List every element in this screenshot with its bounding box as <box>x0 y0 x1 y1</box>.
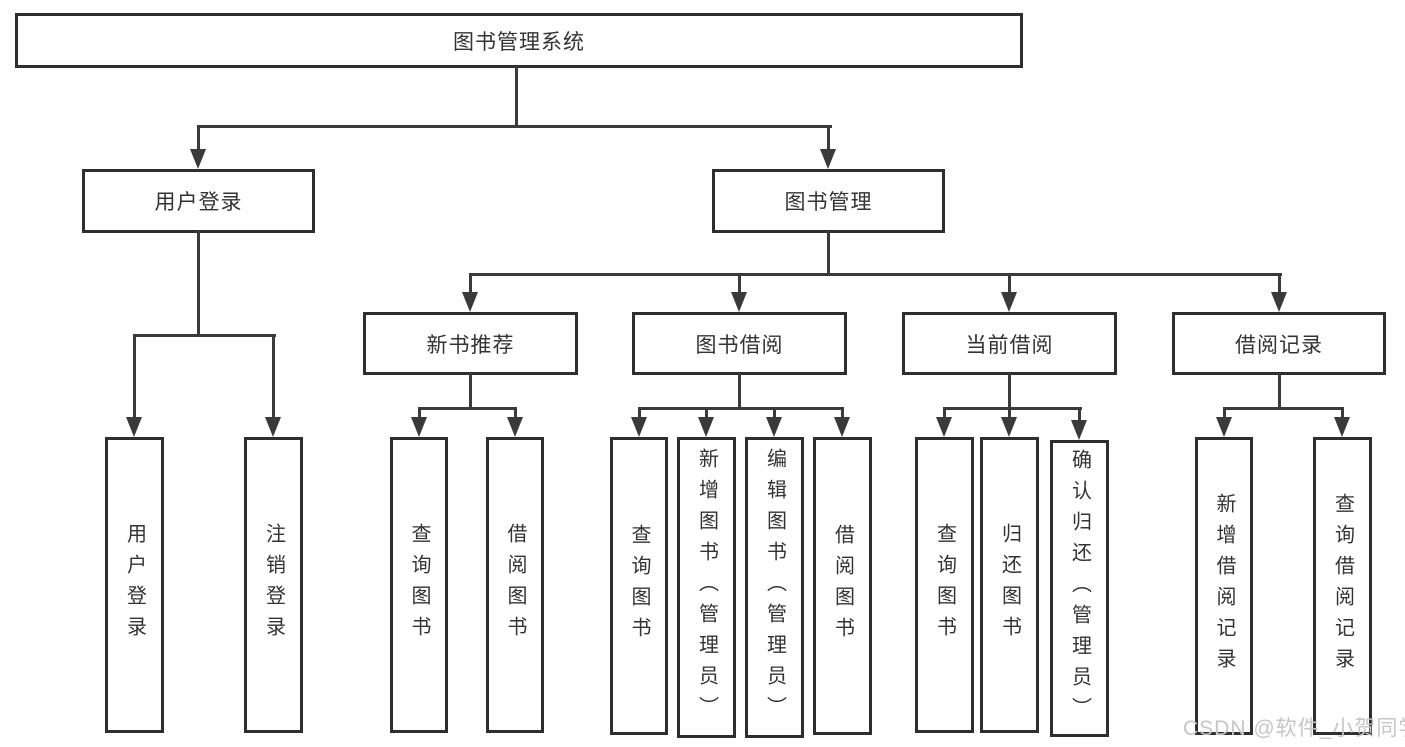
connector-hline <box>469 273 1282 276</box>
leaf-nbr-query-books-label: 查询图书 <box>408 523 430 647</box>
leaf-bb-borrow-books-label: 借阅图书 <box>831 524 854 648</box>
leaf-cb-return-books-label: 归还图书 <box>998 523 1021 647</box>
leaf-logout: 注销登录 <box>244 437 303 733</box>
arrow-down-icon <box>507 417 523 437</box>
connector-hline <box>943 407 1082 410</box>
arrow-down-icon <box>1271 292 1287 312</box>
arrow-down-icon <box>1001 292 1017 312</box>
connector-vline <box>943 407 946 419</box>
connector-vline <box>469 373 472 409</box>
leaf-bb-add-books-admin: 新增图书（管理员） <box>677 437 736 738</box>
connector-vline <box>1008 373 1011 409</box>
connector-vline <box>1008 407 1011 419</box>
node-user-login-label: 用户登录 <box>154 191 243 214</box>
connector-vline <box>133 334 136 418</box>
arrow-down-icon <box>936 417 952 437</box>
connector-vline <box>1278 273 1281 293</box>
leaf-logout-label: 注销登录 <box>262 523 285 647</box>
arrow-down-icon <box>411 417 427 437</box>
node-book-borrow-label: 图书借阅 <box>695 333 784 357</box>
arrow-down-icon <box>265 417 281 437</box>
node-user-login: 用户登录 <box>82 169 315 233</box>
arrow-down-icon <box>731 292 747 312</box>
connector-vline <box>841 407 844 419</box>
leaf-br-query-record: 查询借阅记录 <box>1313 437 1372 735</box>
connector-vline <box>705 407 708 419</box>
connector-vline <box>1223 407 1226 419</box>
leaf-br-add-record: 新增借阅记录 <box>1195 437 1253 735</box>
leaf-bb-edit-books-admin: 编辑图书（管理员） <box>745 437 804 738</box>
connector-vline <box>1278 373 1281 409</box>
arrow-down-icon <box>631 417 647 437</box>
node-book-borrow: 图书借阅 <box>632 312 847 375</box>
leaf-bb-edit-books-admin-label: 编辑图书（管理员） <box>763 448 786 727</box>
leaf-nbr-query-books: 查询图书 <box>390 437 448 733</box>
connector-vline <box>773 407 776 419</box>
node-book-management: 图书管理 <box>712 169 945 233</box>
connector-vline <box>515 66 518 127</box>
connector-vline <box>272 334 275 418</box>
node-current-borrow: 当前借阅 <box>902 312 1117 375</box>
connector-vline <box>827 231 830 276</box>
arrow-down-icon <box>190 149 206 169</box>
connector-hline <box>638 407 844 410</box>
arrow-down-icon <box>126 417 142 437</box>
arrow-down-icon <box>1334 417 1350 437</box>
connector-vline <box>827 125 830 151</box>
connector-vline <box>738 373 741 409</box>
connector-hline <box>133 334 276 337</box>
connector-hline <box>197 125 832 128</box>
arrow-down-icon <box>766 417 782 437</box>
node-new-book-recommend-label: 新书推荐 <box>426 333 515 357</box>
leaf-nbr-borrow-books-label: 借阅图书 <box>504 523 526 647</box>
leaf-user-login: 用户登录 <box>105 437 164 733</box>
arrow-down-icon <box>1071 420 1087 440</box>
leaf-cb-query-books: 查询图书 <box>915 437 974 733</box>
node-borrow-records-label: 借阅记录 <box>1235 333 1323 357</box>
arrow-down-icon <box>462 292 478 312</box>
arrow-down-icon <box>698 417 714 437</box>
leaf-bb-query-books-label: 查询图书 <box>628 524 650 648</box>
node-current-borrow-label: 当前借阅 <box>965 333 1054 357</box>
leaf-cb-confirm-return-admin-label: 确认归还（管理员） <box>1068 449 1091 728</box>
connector-hline <box>418 407 517 410</box>
node-root-label: 图书管理系统 <box>453 30 585 54</box>
connector-vline <box>1341 407 1344 419</box>
connector-vline <box>197 231 200 337</box>
connector-vline <box>469 273 472 293</box>
leaf-user-login-label: 用户登录 <box>123 523 146 647</box>
connector-vline <box>418 407 421 419</box>
arrow-down-icon <box>1216 417 1232 437</box>
leaf-bb-borrow-books: 借阅图书 <box>813 437 872 735</box>
csdn-watermark: CSDN @软件_小贺同学 <box>1183 717 1405 740</box>
leaf-br-query-record-label: 查询借阅记录 <box>1331 493 1354 679</box>
node-borrow-records: 借阅记录 <box>1172 312 1386 375</box>
leaf-cb-return-books: 归还图书 <box>980 437 1039 733</box>
leaf-cb-query-books-label: 查询图书 <box>933 523 956 647</box>
leaf-bb-add-books-admin-label: 新增图书（管理员） <box>695 448 718 727</box>
arrow-down-icon <box>820 149 836 169</box>
leaf-nbr-borrow-books: 借阅图书 <box>486 437 544 733</box>
node-new-book-recommend: 新书推荐 <box>363 312 578 375</box>
arrow-down-icon <box>1001 417 1017 437</box>
leaf-br-add-record-label: 新增借阅记录 <box>1213 493 1235 679</box>
leaf-cb-confirm-return-admin: 确认归还（管理员） <box>1050 440 1109 737</box>
connector-hline <box>1223 407 1344 410</box>
connector-vline <box>1008 273 1011 293</box>
node-book-management-label: 图书管理 <box>784 191 873 214</box>
connector-vline <box>738 273 741 293</box>
connector-vline <box>197 125 200 151</box>
leaf-bb-query-books: 查询图书 <box>610 437 668 735</box>
connector-vline <box>1078 407 1081 422</box>
arrow-down-icon <box>834 417 850 437</box>
connector-vline <box>638 407 641 419</box>
connector-vline <box>514 407 517 419</box>
node-root: 图书管理系统 <box>15 13 1023 68</box>
